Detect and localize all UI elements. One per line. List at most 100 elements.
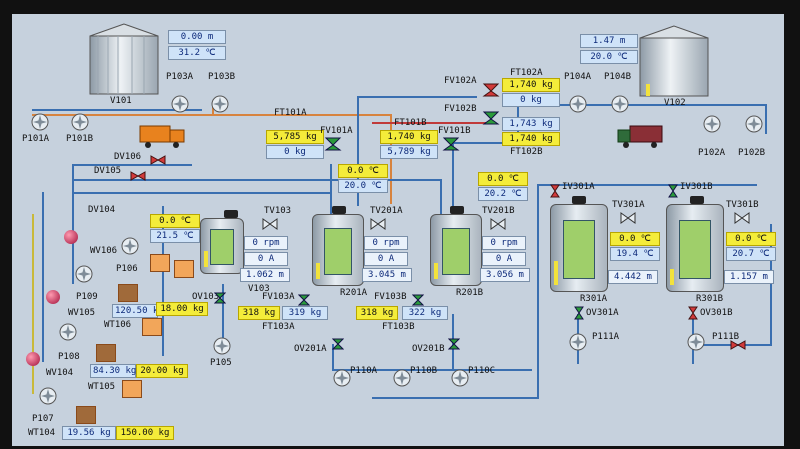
pump-p104b-label: P104B	[604, 72, 632, 82]
valve-tv201b-label: TV201B	[482, 206, 515, 216]
pump-p111a-icon[interactable]	[568, 332, 588, 352]
r201b-amps: 0 A	[482, 252, 526, 266]
pipe	[452, 142, 454, 212]
pump-p101a-icon[interactable]	[30, 112, 50, 132]
valve-ov103-icon[interactable]	[214, 292, 226, 304]
crate-icon	[118, 284, 138, 302]
crate-icon	[122, 380, 142, 398]
valve-wv105-label: WV105	[68, 308, 96, 318]
pump-p111b-icon[interactable]	[686, 332, 706, 352]
ft103b-setpoint: 318 kg	[356, 306, 398, 320]
pipe	[765, 104, 767, 134]
valve-fv102b-icon[interactable]	[482, 108, 500, 126]
valve-ov201b-icon[interactable]	[448, 338, 460, 350]
valve-tv301a-icon[interactable]	[620, 212, 636, 224]
valve-tv103-icon[interactable]	[262, 218, 278, 230]
pump-p101b-icon[interactable]	[70, 112, 90, 132]
pipe	[72, 164, 74, 284]
valve-tv201a-label: TV201A	[370, 206, 403, 216]
weight-wt105-label: WT105	[88, 382, 116, 392]
valve-tv301b-icon[interactable]	[734, 212, 750, 224]
pipe	[162, 206, 164, 356]
ft102b-actual: 1,740 kg	[502, 132, 560, 146]
valve-wv106-label: WV106	[90, 246, 118, 256]
valve-fv101a-icon[interactable]	[324, 134, 342, 152]
valve-iv301a-label: IV301A	[562, 182, 595, 192]
silo-v101-temp: 31.2 ℃	[168, 46, 226, 60]
ft101b-actual: 5,789 kg	[380, 145, 438, 159]
tank-r201b	[430, 214, 482, 286]
truck-left-icon	[139, 125, 185, 148]
ft102b-label: FT102B	[510, 147, 543, 157]
pump-p104a-icon[interactable]	[568, 94, 588, 114]
pipe	[42, 192, 44, 362]
valve-fv103b-label: FV103B	[374, 292, 407, 302]
crate-icon	[150, 254, 170, 272]
r201a-temp-set: 0.0 ℃	[338, 164, 388, 178]
valve-dv106-icon[interactable]	[150, 155, 166, 165]
valve-dv105-icon[interactable]	[130, 171, 146, 181]
pump-p102a-icon[interactable]	[702, 114, 722, 134]
pump-p104b-icon[interactable]	[610, 94, 630, 114]
pump-wv105-icon[interactable]	[58, 322, 78, 342]
valve-ov301a-icon[interactable]	[574, 306, 584, 320]
v103-temp: 21.5 ℃	[150, 229, 200, 243]
valve-iv301a-icon[interactable]	[550, 184, 560, 198]
v103-temp-set: 0.0 ℃	[150, 214, 200, 228]
pump-p101a-label: P101A	[22, 134, 50, 144]
pipe	[332, 369, 532, 371]
indicator-lamp-icon	[46, 290, 60, 304]
valve-tv201b-icon[interactable]	[490, 218, 506, 230]
pump-p101b-label: P101B	[66, 134, 94, 144]
pump-wv106-icon[interactable]	[120, 236, 140, 256]
valve-iv301b-icon[interactable]	[668, 184, 678, 198]
wt105-actual: 84.30 kg	[90, 364, 136, 378]
wt106-actual: 120.50 kg	[112, 304, 164, 318]
valve-ov201b-label: OV201B	[412, 344, 445, 354]
pipe	[357, 96, 359, 206]
ft103b-actual: 322 kg	[402, 306, 448, 320]
wt104-setpoint: 150.00 kg	[116, 426, 174, 440]
valve-dv104-label: DV104	[88, 205, 116, 215]
wt104-actual: 19.56 kg	[62, 426, 116, 440]
pump-p105-icon[interactable]	[212, 336, 232, 356]
pipe	[517, 104, 767, 106]
valve-tv201a-icon[interactable]	[370, 218, 386, 230]
valve-fv103a-icon[interactable]	[298, 294, 310, 306]
r201b-level: 3.056 m	[480, 268, 530, 282]
pump-p110a-icon[interactable]	[332, 368, 352, 388]
pump-p103a-label: P103A	[166, 72, 194, 82]
pump-p104a-label: P104A	[564, 72, 592, 82]
pump-wv104-icon[interactable]	[38, 386, 58, 406]
valve-fv101b-icon[interactable]	[442, 134, 460, 152]
valve-ov301b-icon[interactable]	[688, 306, 698, 320]
ft103b-label: FT103B	[382, 322, 415, 332]
ft102a-actual: 0 kg	[502, 93, 560, 107]
pipe	[222, 284, 224, 339]
valve-p111b-outlet-icon[interactable]	[730, 340, 746, 350]
pump-p103b-icon[interactable]	[210, 94, 230, 114]
r301a-temp: 19.4 ℃	[610, 247, 660, 261]
ft103a-actual: 319 kg	[282, 306, 328, 320]
pump-p109-icon[interactable]	[74, 264, 94, 284]
valve-fv102a-icon[interactable]	[482, 80, 500, 98]
valve-fv102a-label: FV102A	[444, 76, 477, 86]
tank-r201a-name: R201A	[340, 288, 368, 298]
silo-v102-level: 1.47 m	[580, 34, 638, 48]
pump-p110b-icon[interactable]	[392, 368, 412, 388]
pump-p110c-icon[interactable]	[450, 368, 470, 388]
valve-dv106-label: DV106	[114, 152, 142, 162]
ft103a-label: FT103A	[262, 322, 295, 332]
tank-r201a	[312, 214, 364, 286]
r201b-rpm: 0 rpm	[482, 236, 526, 250]
weight-wt104-label: WT104	[28, 428, 56, 438]
valve-fv103b-icon[interactable]	[412, 294, 424, 306]
r201a-rpm: 0 rpm	[364, 236, 408, 250]
valve-ov201a-icon[interactable]	[332, 338, 344, 350]
pump-p102b-icon[interactable]	[744, 114, 764, 134]
pump-p103a-icon[interactable]	[170, 94, 190, 114]
valve-iv301b-label: IV301B	[680, 182, 713, 192]
pipe	[372, 397, 539, 399]
wt106-setpoint: 18.00 kg	[156, 302, 208, 316]
r301b-level: 1.157 m	[724, 270, 774, 284]
